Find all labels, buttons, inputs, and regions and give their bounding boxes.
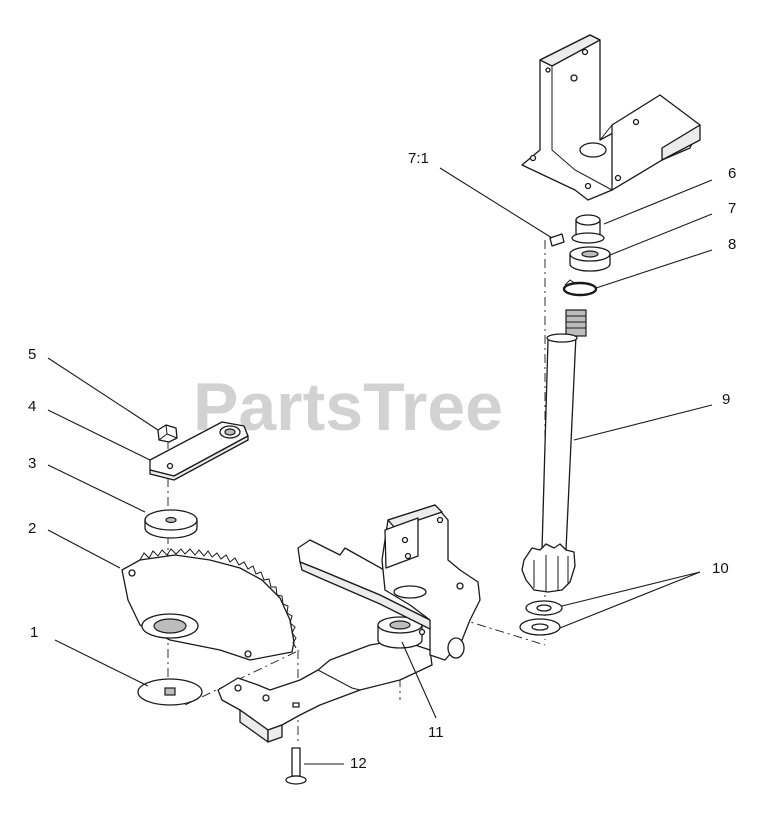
callout-2: 2 (28, 520, 36, 537)
lower-mounting-bracket (217, 639, 433, 743)
part-11-bushing (377, 616, 423, 649)
part-5-nut (157, 424, 178, 443)
leader-5 (47, 357, 159, 431)
callout-4: 4 (28, 398, 36, 415)
part-7-1-pin (549, 233, 565, 247)
steering-mount-bracket (521, 34, 701, 201)
leader-6 (603, 179, 713, 225)
callout-10: 10 (712, 560, 729, 577)
callout-9: 9 (722, 391, 730, 408)
part-4-link-plate (149, 421, 249, 481)
part-9-steering-shaft (521, 309, 587, 593)
part-12-bolt (285, 747, 307, 785)
leader-3 (47, 464, 146, 513)
steering-arm-frame (297, 504, 481, 661)
leader-10b (559, 571, 701, 629)
part-1-washer (137, 678, 203, 706)
leader-8 (595, 249, 713, 289)
leader-11 (401, 641, 437, 719)
part-3-spacer (144, 509, 198, 539)
leader-10a (561, 571, 701, 607)
part-10-washers (519, 600, 563, 636)
callout-7: 7 (728, 200, 736, 217)
leader-9 (573, 404, 713, 441)
callout-1: 1 (30, 624, 38, 641)
leader-1 (54, 639, 149, 687)
part-8-retaining-ring (562, 279, 598, 297)
part-7-bearing (569, 246, 611, 272)
callout-8: 8 (728, 236, 736, 253)
leader-2 (47, 529, 121, 569)
callout-3: 3 (28, 455, 36, 472)
callout-7-1: 7:1 (408, 150, 429, 167)
callout-11: 11 (428, 724, 444, 741)
leader-4 (47, 409, 151, 461)
callout-12: 12 (350, 755, 367, 772)
leader-7-1 (439, 167, 553, 239)
part-6-bushing (571, 214, 605, 244)
centerline-bracket (184, 649, 301, 706)
part-2-sector-gear (121, 548, 297, 661)
callout-5: 5 (28, 346, 36, 363)
callout-6: 6 (728, 165, 736, 182)
leader-7 (609, 213, 713, 256)
